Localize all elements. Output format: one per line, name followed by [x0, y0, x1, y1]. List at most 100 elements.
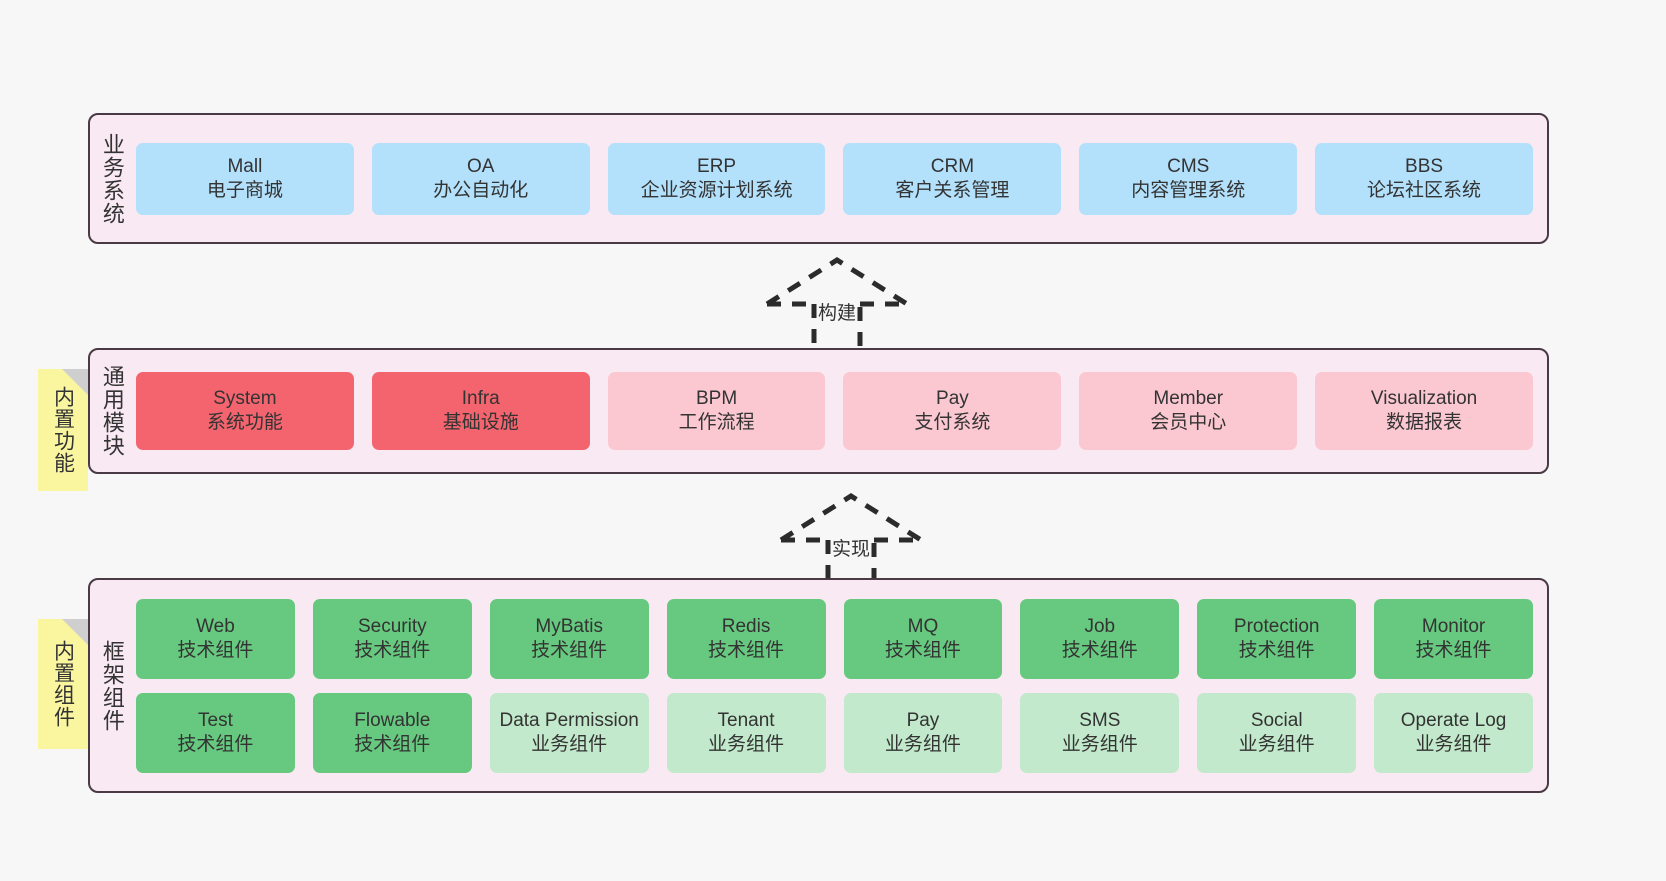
card-name: OA [467, 155, 495, 177]
card-row: Test 技术组件 Flowable 技术组件 Data Permission … [136, 692, 1533, 773]
card-desc: 技术组件 [884, 639, 961, 661]
card-row: Mall 电子商城 OA 办公自动化 ERP 企业资源计划系统 CRM 客户关系… [136, 142, 1533, 215]
card-pay-business[interactable]: Pay 业务组件 [843, 692, 1003, 773]
card-desc: 客户关系管理 [895, 179, 1010, 201]
card-mall[interactable]: Mall 电子商城 [136, 142, 354, 215]
card-name: Visualization [1370, 388, 1478, 410]
folded-corner-icon [62, 369, 88, 395]
card-desc: 业务组件 [884, 733, 961, 755]
card-desc: 企业资源计划系统 [640, 179, 793, 201]
card-name: Tenant [717, 709, 775, 731]
card-mq[interactable]: MQ 技术组件 [843, 598, 1003, 679]
layer-title-framework: 框架组件 [99, 639, 125, 732]
card-crm[interactable]: CRM 客户关系管理 [843, 142, 1062, 215]
card-web[interactable]: Web 技术组件 [136, 598, 295, 679]
note-label: 内置组件 [51, 640, 75, 728]
card-desc: 业务组件 [531, 733, 608, 755]
card-flowable[interactable]: Flowable 技术组件 [312, 692, 472, 773]
card-name: Job [1084, 615, 1116, 637]
card-name: BBS [1405, 155, 1444, 177]
layer-framework-components: 框架组件 Web 技术组件 Security 技术组件 MyBatis 技术组件… [88, 578, 1549, 793]
card-infra[interactable]: Infra 基础设施 [371, 372, 590, 450]
card-desc: 数据报表 [1386, 412, 1463, 433]
card-name: Infra [461, 388, 500, 410]
card-desc: 支付系统 [914, 412, 991, 433]
note-builtin-components[interactable]: 内置组件 [38, 619, 88, 749]
card-operate-log[interactable]: Operate Log 业务组件 [1374, 692, 1533, 773]
layer-body-framework: Web 技术组件 Security 技术组件 MyBatis 技术组件 Redi… [134, 580, 1547, 791]
card-oa[interactable]: OA 办公自动化 [371, 142, 590, 215]
card-desc: 技术组件 [708, 639, 785, 661]
card-monitor[interactable]: Monitor 技术组件 [1374, 598, 1533, 679]
card-security[interactable]: Security 技术组件 [312, 598, 472, 679]
card-desc: 工作流程 [678, 412, 755, 433]
card-name: Security [357, 615, 427, 637]
card-erp[interactable]: ERP 企业资源计划系统 [607, 142, 826, 215]
card-desc: 业务组件 [1061, 733, 1138, 755]
card-name: Test [198, 709, 233, 731]
card-protection[interactable]: Protection 技术组件 [1197, 598, 1357, 679]
card-bpm[interactable]: BPM 工作流程 [607, 372, 826, 450]
card-desc: 系统功能 [206, 412, 283, 433]
card-name: Protection [1233, 615, 1320, 637]
card-desc: 技术组件 [1061, 639, 1138, 661]
card-name: System [213, 388, 277, 410]
card-name: Pay [936, 388, 969, 410]
card-name: SMS [1079, 709, 1121, 731]
card-desc: 业务组件 [708, 733, 785, 755]
card-cms[interactable]: CMS 内容管理系统 [1079, 142, 1298, 215]
card-desc: 技术组件 [177, 733, 254, 755]
card-name: Flowable [354, 709, 431, 731]
layer-body-common: System 系统功能 Infra 基础设施 BPM 工作流程 Pay 支付系统… [134, 350, 1547, 472]
card-social[interactable]: Social 业务组件 [1197, 692, 1357, 773]
card-desc: 业务组件 [1238, 733, 1315, 755]
layer-common-modules: 通用模块 System 系统功能 Infra 基础设施 BPM 工作流程 Pay… [88, 348, 1549, 474]
card-tenant[interactable]: Tenant 业务组件 [666, 692, 826, 773]
note-label: 内置功能 [51, 386, 75, 474]
card-name: Member [1153, 388, 1224, 410]
card-name: Pay [906, 709, 940, 731]
card-visualization[interactable]: Visualization 数据报表 [1315, 372, 1533, 450]
layer-title-business: 业务系统 [99, 132, 125, 225]
card-redis[interactable]: Redis 技术组件 [666, 598, 826, 679]
card-desc: 办公自动化 [433, 179, 529, 201]
card-desc: 业务组件 [1415, 733, 1492, 755]
card-system[interactable]: System 系统功能 [136, 372, 354, 450]
card-name: MQ [907, 615, 939, 637]
card-desc: 内容管理系统 [1131, 179, 1246, 201]
note-builtin-features[interactable]: 内置功能 [38, 369, 88, 491]
card-member[interactable]: Member 会员中心 [1079, 372, 1298, 450]
card-name: Data Permission [499, 709, 639, 731]
layer-title-common: 通用模块 [99, 365, 125, 457]
card-name: Operate Log [1400, 709, 1507, 731]
card-desc: 论坛社区系统 [1367, 179, 1482, 201]
card-name: MyBatis [535, 615, 603, 637]
card-job[interactable]: Job 技术组件 [1020, 598, 1180, 679]
layer-business-systems: 业务系统 Mall 电子商城 OA 办公自动化 ERP 企业资源计划系统 CRM… [88, 113, 1549, 244]
card-desc: 基础设施 [442, 412, 519, 433]
card-name: Web [196, 615, 235, 637]
card-desc: 技术组件 [1238, 639, 1315, 661]
card-name: Social [1250, 709, 1303, 731]
card-sms[interactable]: SMS 业务组件 [1020, 692, 1180, 773]
card-name: BPM [695, 388, 738, 410]
card-name: Monitor [1421, 615, 1486, 637]
card-data-permission[interactable]: Data Permission 业务组件 [489, 692, 649, 773]
card-desc: 技术组件 [354, 733, 431, 755]
card-row: Web 技术组件 Security 技术组件 MyBatis 技术组件 Redi… [136, 598, 1533, 679]
card-name: CRM [930, 155, 975, 177]
card-test[interactable]: Test 技术组件 [136, 692, 295, 773]
card-bbs[interactable]: BBS 论坛社区系统 [1315, 142, 1533, 215]
card-name: CMS [1167, 155, 1210, 177]
card-name: Redis [721, 615, 771, 637]
card-desc: 会员中心 [1150, 412, 1227, 433]
card-desc: 技术组件 [177, 639, 254, 661]
card-desc: 技术组件 [531, 639, 608, 661]
card-name: Mall [227, 155, 263, 177]
layer-body-business: Mall 电子商城 OA 办公自动化 ERP 企业资源计划系统 CRM 客户关系… [134, 115, 1547, 242]
card-pay[interactable]: Pay 支付系统 [843, 372, 1062, 450]
card-desc: 电子商城 [206, 179, 283, 201]
card-row: System 系统功能 Infra 基础设施 BPM 工作流程 Pay 支付系统… [136, 372, 1533, 450]
folded-corner-icon [62, 619, 88, 645]
card-mybatis[interactable]: MyBatis 技术组件 [489, 598, 649, 679]
